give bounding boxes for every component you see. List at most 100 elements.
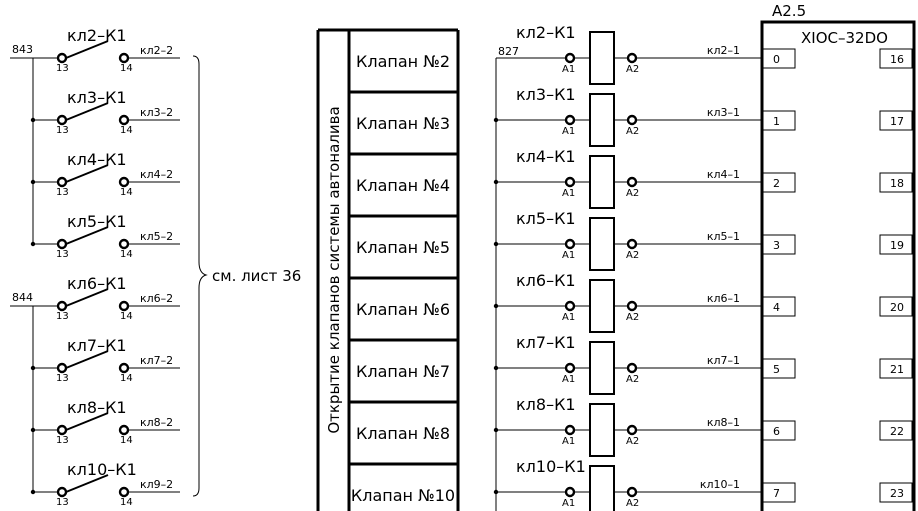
pin-number: 20 [890,301,904,314]
pin-b: 14 [120,311,133,322]
pin-a1: A1 [562,250,575,261]
valve-name: Клапан №2 [356,52,450,71]
pin-box [879,296,913,317]
valve-row: Клапан №8 [349,400,458,443]
pin-b: 14 [120,63,133,74]
relay-out-label: кл3–1 [707,106,740,119]
contact-blade [65,164,109,183]
contact-out-label: кл8–2 [140,416,173,429]
relay-label: кл3–К1 [516,85,576,104]
contact-terminal [118,52,130,64]
junction-dot [30,117,36,123]
pin-b: 14 [120,497,133,508]
module-pin-right: 23 [879,482,913,503]
pin-box [762,172,796,193]
pin-b: 14 [120,373,133,384]
pin-a1: A1 [562,188,575,199]
pin-box [762,358,796,379]
contact-out-label: кл7–2 [140,354,173,367]
contact-label: кл10–К1 [67,460,137,479]
pin-a1: A1 [562,312,575,323]
relay-out-label: кл8–1 [707,416,740,429]
valve-table: Открытие клапанов системы автоналива Кла… [316,28,460,511]
contact-blade [65,40,109,59]
module-pin-right: 22 [879,420,913,441]
valve-name: Клапан №3 [356,114,450,133]
contact-terminal [56,176,68,188]
coil-body [589,279,615,333]
sheet-reference: см. лист 36 [212,267,301,285]
valve-row: Клапан №2 [356,52,450,71]
relay-out-label: кл7–1 [707,354,740,367]
pin-box [879,172,913,193]
module-pin-left: 5 [762,358,796,379]
coil-terminal-a2 [626,114,638,126]
pin-number: 3 [773,239,780,252]
coil-body [589,155,615,209]
relay-label: кл5–К1 [516,209,576,228]
contact-blade [65,288,109,307]
contact-out-label: кл4–2 [140,168,173,181]
valve-name: Клапан №5 [356,238,450,257]
pin-b: 14 [120,435,133,446]
coil-body [589,93,615,147]
pin-number: 4 [773,301,780,314]
coil-terminal-a1 [564,362,576,374]
coil-terminal-a1 [564,114,576,126]
contact-terminal [118,114,130,126]
pin-a2: A2 [626,374,639,385]
coil-terminal-a1 [564,238,576,250]
pin-number: 7 [773,487,780,500]
pin-a: 13 [56,373,69,384]
relay-label: кл6–К1 [516,271,576,290]
pin-a: 13 [56,497,69,508]
pin-a2: A2 [626,64,639,75]
junction-dot [30,365,36,371]
pin-number: 22 [890,425,904,438]
pin-a1: A1 [562,374,575,385]
pin-number: 6 [773,425,780,438]
contact-out-label: кл2–2 [140,44,173,57]
contact-terminal [56,114,68,126]
pin-a: 13 [56,435,69,446]
valve-row: Клапан №7 [349,338,458,381]
module-pin-right: 19 [879,234,913,255]
contact-terminal [118,362,130,374]
junction-dot [30,179,36,185]
contact-terminal [56,300,68,312]
pin-a1: A1 [562,64,575,75]
coil-terminal-a2 [626,52,638,64]
pin-a1: A1 [562,498,575,509]
pin-box [762,48,796,69]
valve-row: Клапан №6 [349,276,458,319]
relay-label: кл2–К1 [516,23,576,42]
pin-a: 13 [56,63,69,74]
contact-terminal [118,300,130,312]
module-pin-left: 6 [762,420,796,441]
pin-b: 14 [120,125,133,136]
coil-terminal-a2 [626,300,638,312]
pin-box [879,234,913,255]
contact-terminal [56,362,68,374]
valve-name: Клапан №4 [356,176,450,195]
coil-terminal-a2 [626,424,638,436]
pin-a: 13 [56,311,69,322]
module-type: XIOC–32DO [801,29,888,47]
coil-body [589,31,615,85]
valve-name: Клапан №7 [356,362,450,381]
pin-number: 21 [890,363,904,376]
contact-label: кл6–К1 [67,274,127,293]
pin-b: 14 [120,187,133,198]
junction-dot [30,489,36,495]
coil-terminal-a1 [564,176,576,188]
pin-number: 0 [773,53,780,66]
